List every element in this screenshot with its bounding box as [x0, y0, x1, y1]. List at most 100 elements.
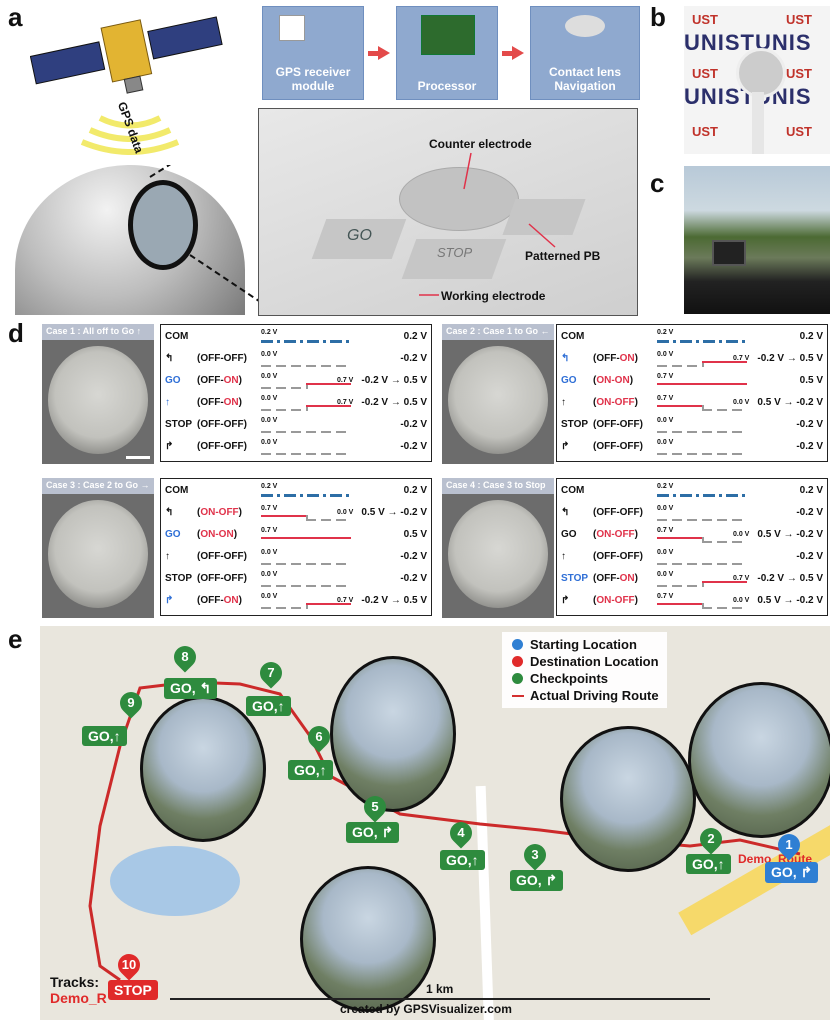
- signal-right-voltage: 0.7 V: [337, 377, 354, 384]
- case-row-value: -0.2 V: [400, 551, 427, 562]
- off-signal: [261, 453, 351, 455]
- case-row-value: -0.2 V: [400, 419, 427, 430]
- signal-right-voltage: 0.7 V: [337, 597, 354, 604]
- off-signal: [657, 453, 747, 455]
- case-row-state: (ON-ON): [197, 529, 238, 540]
- marker-dot-icon: [512, 639, 523, 650]
- signal-left-voltage: 0.0 V: [657, 549, 674, 556]
- checkpoint-label: GO,↑: [288, 760, 333, 780]
- phone-on-dashboard: [712, 240, 746, 266]
- off-signal: [261, 431, 351, 433]
- case-row-value: 0.5 V → -0.2 V: [757, 529, 823, 540]
- signal-right-voltage: 0.7 V: [733, 355, 750, 362]
- signal-left-voltage: 0.0 V: [657, 417, 674, 424]
- signal-left-voltage: 0.0 V: [261, 395, 278, 402]
- lake: [110, 846, 240, 916]
- case-row-symbol: STOP: [165, 419, 193, 430]
- panel-label-e: e: [8, 624, 23, 654]
- case-row-value: -0.2 V → 0.5 V: [361, 397, 427, 408]
- falling-signal: [657, 537, 702, 539]
- case-row-state: (ON-OFF): [593, 397, 639, 408]
- panel-label-c: c: [650, 168, 665, 198]
- case-row-value: -0.2 V: [796, 507, 823, 518]
- case-row-state: (ON-OFF): [197, 507, 243, 518]
- case-row-symbol: STOP: [561, 573, 589, 584]
- case-row-value: 0.5 V → -0.2 V: [757, 397, 823, 408]
- com-signal: [657, 494, 747, 497]
- case-row-value: -0.2 V: [400, 353, 427, 364]
- checkpoint-number: 6: [315, 729, 323, 744]
- case-row-value: -0.2 V: [796, 551, 823, 562]
- view-photo-4: [688, 682, 830, 838]
- solar-panel-right: [147, 16, 223, 60]
- signal-left-voltage: 0.2 V: [657, 483, 674, 490]
- checkpoint-number: 5: [371, 799, 379, 814]
- signal-left-voltage: 0.0 V: [261, 417, 278, 424]
- case-row-value: -0.2 V → 0.5 V: [361, 375, 427, 386]
- checkpoint-label: GO,↑: [82, 726, 127, 746]
- case-row-state: (OFF-ON): [593, 573, 638, 584]
- falling-signal: [657, 405, 702, 407]
- scale-label: 1 km: [426, 982, 454, 996]
- signal-left-voltage: 0.7 V: [657, 373, 674, 380]
- case-row-symbol: STOP: [165, 573, 193, 584]
- case-row-symbol: ↑: [561, 397, 566, 408]
- checkpoint-label: GO, ↰: [164, 678, 218, 699]
- counter-electrode-label: Counter electrode: [429, 137, 532, 151]
- view-photo-1: [140, 696, 266, 842]
- zoom-dashed-lines: [149, 165, 266, 306]
- on-signal: [657, 383, 747, 385]
- chip-icon: [421, 15, 475, 55]
- gps-receiver-box: GPS receiver module: [262, 6, 364, 100]
- case-row-symbol: ↰: [165, 507, 174, 518]
- satellite-illustration: [30, 16, 223, 155]
- case-row-state: (OFF-ON): [197, 397, 242, 408]
- case-lens-photo: [442, 340, 554, 464]
- rising-signal: [306, 405, 351, 407]
- case-row-symbol: GO: [561, 375, 577, 386]
- case-row-symbol: GO: [561, 529, 577, 540]
- signal-left-voltage: 0.7 V: [657, 527, 674, 534]
- case-row-state: (ON-OFF): [593, 595, 639, 606]
- signal-left-voltage: 0.0 V: [261, 351, 278, 358]
- signal-left-voltage: 0.2 V: [657, 329, 674, 336]
- case-row-symbol: COM: [561, 331, 585, 342]
- case-row-state: (ON-ON): [593, 375, 634, 386]
- case-row-symbol: ↱: [561, 595, 570, 606]
- working-electrode-label: Working electrode: [441, 289, 546, 303]
- case-lens-photo: [42, 340, 154, 464]
- signal-left-voltage: 0.2 V: [261, 329, 278, 336]
- com-signal: [261, 494, 351, 497]
- case-row-value: -0.2 V: [400, 573, 427, 584]
- case-lens-photo: [442, 494, 554, 618]
- case-row-symbol: ↑: [165, 551, 170, 562]
- case-row-state: (OFF-OFF): [197, 419, 247, 430]
- panel-label-d: d: [8, 318, 24, 348]
- case-row-symbol: ↱: [561, 441, 570, 452]
- scale-bar-lens: [126, 456, 150, 459]
- off-signal: [261, 365, 351, 367]
- case-row-symbol: COM: [165, 331, 189, 342]
- signal-left-voltage: 0.0 V: [657, 505, 674, 512]
- signal-right-voltage: 0.0 V: [733, 531, 750, 538]
- case-row-symbol: ↱: [165, 441, 174, 452]
- case-row-symbol: ↰: [561, 353, 570, 364]
- checkpoint-number: 9: [127, 695, 135, 710]
- off-signal: [261, 585, 351, 587]
- processor-box: Processor: [396, 6, 498, 100]
- case-row-value: 0.2 V: [403, 485, 427, 496]
- rising-signal: [306, 383, 351, 385]
- case-row-symbol: COM: [561, 485, 585, 496]
- case-row-value: -0.2 V: [796, 419, 823, 430]
- case-row-state: (OFF-OFF): [197, 353, 247, 364]
- on-signal: [261, 537, 351, 539]
- case-row-state: (OFF-OFF): [197, 573, 247, 584]
- signal-right-voltage: 0.7 V: [733, 575, 750, 582]
- signal-left-voltage: 0.7 V: [657, 593, 674, 600]
- case-row-state: (OFF-OFF): [593, 441, 643, 452]
- rising-signal: [702, 581, 747, 583]
- lens-icon: [565, 15, 605, 37]
- case-row-value: 0.5 V: [799, 375, 823, 386]
- signal-left-voltage: 0.0 V: [261, 593, 278, 600]
